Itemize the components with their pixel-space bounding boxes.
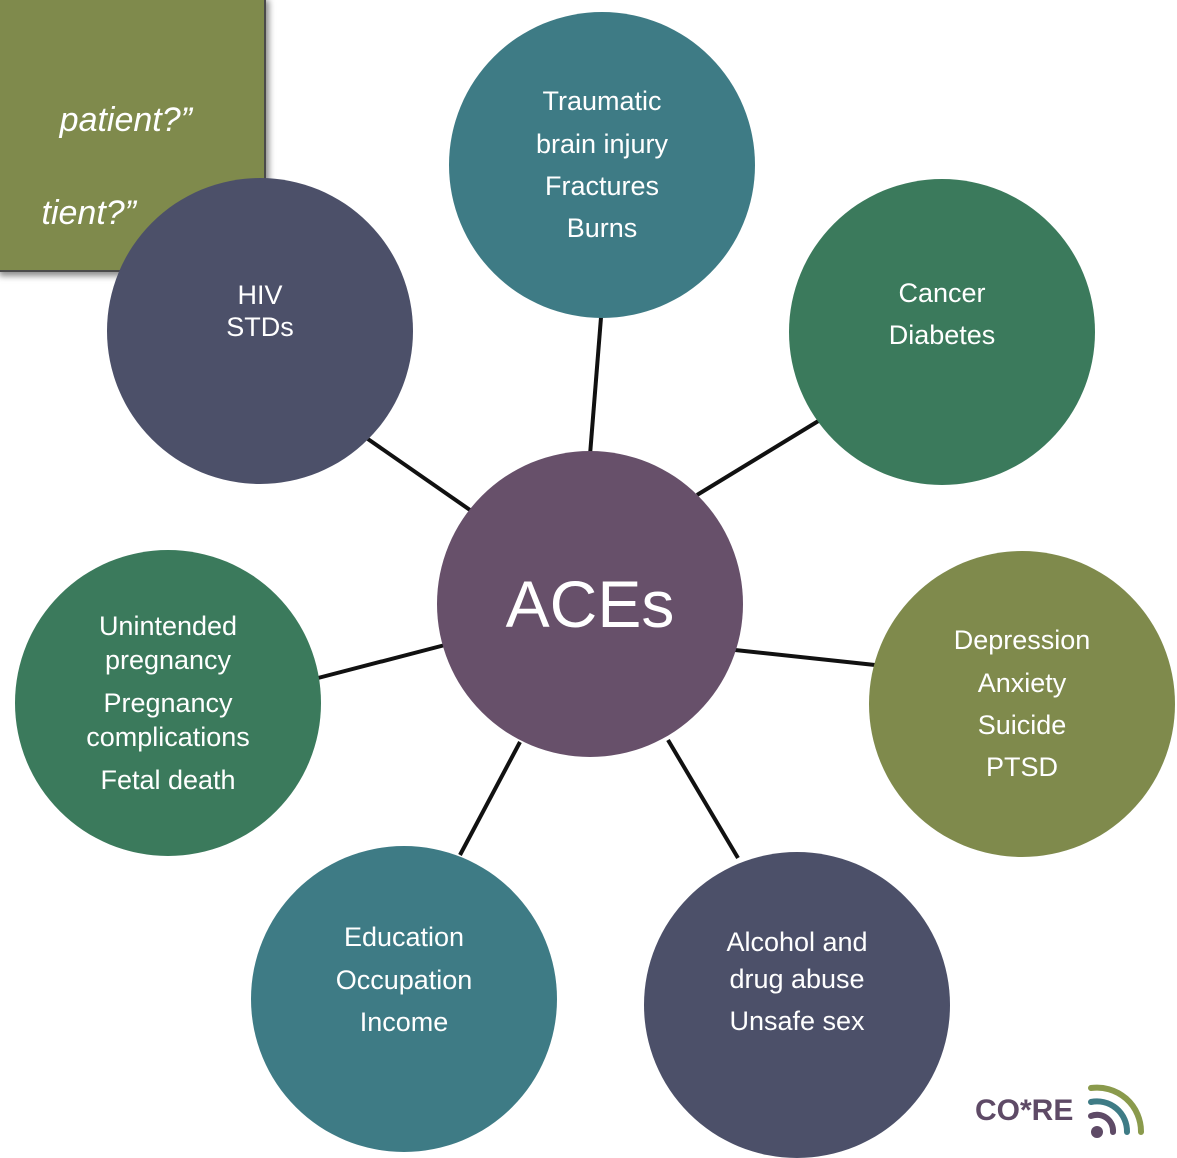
- quote-box: patient?” tient?”: [0, 0, 266, 272]
- node-text: STDs: [226, 312, 294, 342]
- connector-mental-health: [734, 648, 876, 667]
- connector-risky-behaviors: [666, 738, 740, 860]
- node-mental-health: Depression Anxiety Suicide PTSD: [869, 551, 1175, 857]
- node-maternal-health: Unintended pregnancy Pregnancy complicat…: [15, 550, 321, 856]
- node-text: brain injury: [535, 128, 669, 159]
- connector-maternal-health: [317, 643, 446, 680]
- signal-arcs-icon: [1088, 1084, 1145, 1138]
- node-text: PTSD: [985, 752, 1058, 783]
- node-text: Fetal death: [100, 764, 236, 795]
- node-chronic-disease: Cancer Diabetes: [789, 179, 1095, 485]
- quote-line-2: tient?”: [41, 194, 137, 232]
- node-injury: Traumatic brain injury Fractures Burns: [449, 12, 755, 318]
- logo-text: CO*RE: [975, 1094, 1074, 1127]
- node-opportunities: Education Occupation Income: [251, 846, 557, 1152]
- node-text: HIV: [237, 279, 283, 310]
- node-text: Suicide: [977, 710, 1067, 740]
- node-text: pregnancy: [104, 645, 232, 676]
- node-text: Pregnancy: [103, 687, 233, 718]
- connector-chronic-disease: [695, 418, 822, 497]
- node-text: Education: [343, 922, 465, 953]
- node-text: complications: [86, 722, 250, 753]
- node-text: Fractures: [544, 171, 660, 201]
- node-text: Occupation: [335, 964, 473, 995]
- node-text: Alcohol and: [726, 927, 868, 958]
- core-logo: CO*RE: [975, 1078, 1165, 1138]
- connector-injury: [588, 304, 604, 456]
- node-text: drug abuse: [729, 963, 865, 994]
- node-text: Depression: [953, 625, 1091, 656]
- center-node: ACEs: [437, 451, 743, 757]
- node-text: Unsafe sex: [729, 1006, 865, 1037]
- node-text: Burns: [566, 213, 638, 244]
- connector-infectious-disease: [363, 435, 472, 512]
- connector-opportunities: [458, 741, 522, 856]
- node-text: Unintended: [98, 611, 238, 642]
- node-text: Anxiety: [977, 667, 1067, 698]
- node-text: Cancer: [898, 277, 986, 308]
- node-text: Traumatic: [542, 86, 662, 117]
- node-text: Diabetes: [888, 320, 996, 350]
- quote-line-1: patient?”: [59, 101, 192, 139]
- center-label: ACEs: [505, 567, 675, 641]
- node-risky-behaviors: Alcohol and drug abuse Unsafe sex: [644, 852, 950, 1158]
- node-infectious-disease: HIV STDs: [107, 178, 413, 484]
- node-text: Income: [359, 1007, 449, 1038]
